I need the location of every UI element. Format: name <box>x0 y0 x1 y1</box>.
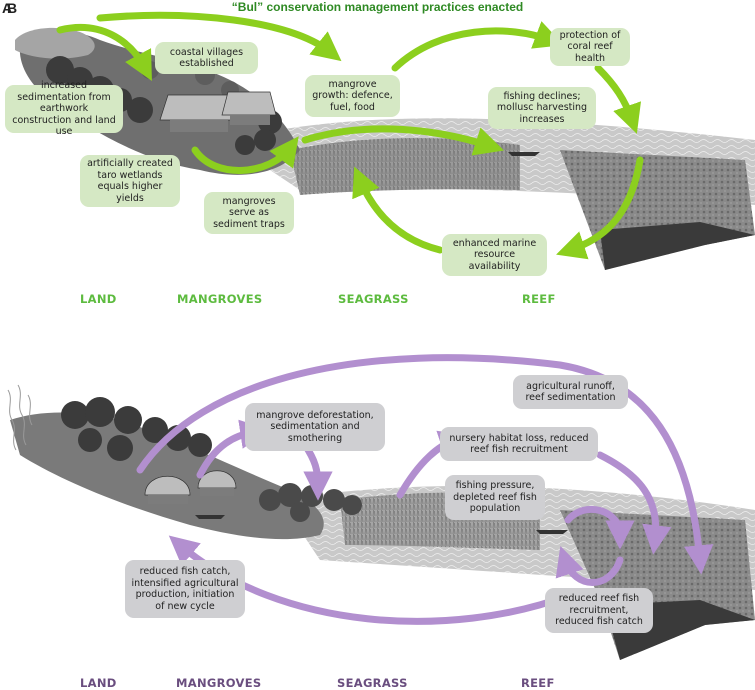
canoe <box>508 152 540 156</box>
box-taro-wetlands: artificially created taro wetlands equal… <box>80 155 180 207</box>
box-mangrove-deforestation: mangrove deforestation, sedimentation an… <box>245 403 385 451</box>
box-sediment-traps: mangroves serve as sediment traps <box>204 192 294 234</box>
panel-letter-a: A <box>2 0 13 16</box>
zone-label-seagrass-b: SEAGRASS <box>337 676 408 690</box>
panel-a-arrows <box>56 11 644 260</box>
village-huts <box>159 91 277 132</box>
box-fishing-pressure: fishing pressure, depleted reef fish pop… <box>445 475 545 520</box>
arrow-traps-to-fishing <box>301 125 505 156</box>
zone-label-land-a: LAND <box>80 292 117 306</box>
zone-label-reef-a: REEF <box>522 292 556 306</box>
arrow-land-to-reef-runoff <box>136 354 714 575</box>
arrow-loop-top <box>564 505 635 550</box>
village-huts-b <box>144 470 237 504</box>
canoe-b <box>536 530 568 534</box>
arrow-loop-bottom <box>555 546 624 586</box>
panel-a-title: “Bul” conservation management practices … <box>231 0 524 14</box>
zone-label-land-b: LAND <box>80 676 117 690</box>
arrow-top-to-mangrove <box>96 11 342 62</box>
arrow-taro-to-traps <box>191 136 299 174</box>
arrow-resource-to-seagrass <box>352 166 444 254</box>
panel-letter-b: B <box>7 0 18 16</box>
box-protection-coral: protection of coral reef health <box>550 28 630 66</box>
box-marine-resource: enhanced marine resource availability <box>442 234 547 276</box>
box-agricultural-runoff: agricultural runoff, reef sedimentation <box>513 375 628 409</box>
arrow-reef-to-resource <box>556 156 644 260</box>
zone-label-seagrass-a: SEAGRASS <box>338 292 409 306</box>
box-increased-sedimentation: increased sedimentation from earthwork c… <box>5 80 123 137</box>
arrow-coral-down <box>594 64 642 134</box>
box-reduced-fish-catch: reduced fish catch, intensified agricult… <box>125 560 245 618</box>
box-reduced-reef-recruitment: reduced reef fish recruitment, reduced f… <box>545 588 653 633</box>
box-mangrove-growth: mangrove growth: defence, fuel, food <box>305 75 400 117</box>
zone-label-mangroves-a: MANGROVES <box>177 292 263 306</box>
arrow-nursery-to-reef <box>596 451 672 555</box>
arrow-deforest-down <box>301 441 333 501</box>
arrow-land-to-village <box>56 23 152 81</box>
zone-label-mangroves-b: MANGROVES <box>176 676 262 690</box>
box-nursery-habitat: nursery habitat loss, reduced reef fish … <box>440 427 598 461</box>
panel-a-landscape <box>15 27 755 270</box>
arrow-mangrove-to-coral <box>391 21 564 72</box>
box-coastal-villages: coastal villages established <box>155 42 258 74</box>
box-fishing-declines: fishing declines; mollusc harvesting inc… <box>488 87 596 129</box>
zone-label-reef-b: REEF <box>521 676 555 690</box>
land-terrain <box>19 32 300 175</box>
